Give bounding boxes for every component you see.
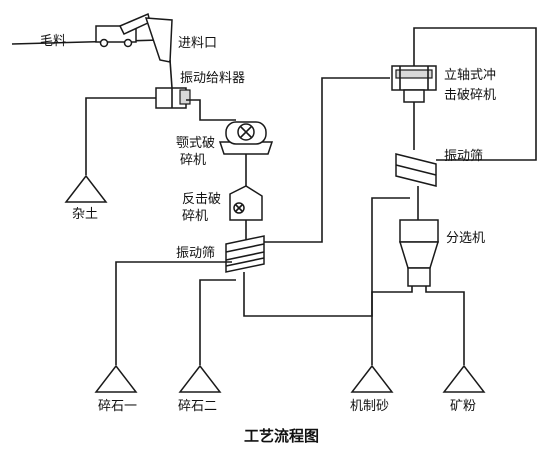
machine-sand-pile-icon	[350, 364, 394, 393]
gravel-2-label: 碎石二	[178, 399, 217, 414]
feed-inlet-label: 进料口	[178, 36, 217, 51]
vibrating-screen-2-icon	[395, 153, 437, 187]
vsi-crusher-label-line2: 击破碎机	[444, 88, 496, 103]
gravel-1-pile-icon	[94, 364, 138, 393]
raw-material-label: 毛料	[40, 34, 66, 49]
vibrating-screen-1-icon	[225, 235, 265, 273]
impact-crusher-label-line2: 碎机	[182, 209, 208, 224]
vibrating-screen-2-label: 振动筛	[444, 149, 483, 164]
separator-icon	[398, 219, 440, 287]
mineral-powder-pile-icon	[442, 364, 486, 393]
mineral-powder-label: 矿粉	[450, 399, 476, 414]
vsi-crusher-icon	[391, 65, 437, 103]
truck-icon	[11, 12, 161, 48]
gravel-2-pile-icon	[178, 364, 222, 393]
jaw-crusher-label-line2: 碎机	[180, 153, 206, 168]
separator-label: 分选机	[446, 231, 485, 246]
vibrating-feeder-label: 振动给料器	[180, 71, 245, 86]
jaw-crusher-label: 颚式破	[176, 136, 215, 151]
soil-label: 杂土	[72, 207, 98, 222]
soil-pile-icon	[64, 174, 108, 203]
vibrating-screen-1-label: 振动筛	[176, 246, 215, 261]
vsi-crusher-label: 立轴式冲	[444, 68, 496, 83]
impact-crusher-icon	[229, 185, 263, 221]
jaw-crusher-icon	[218, 121, 274, 155]
impact-crusher-label: 反击破	[182, 192, 221, 207]
gravel-1-label: 碎石一	[98, 399, 137, 414]
vibrating-feeder-icon	[155, 87, 191, 109]
diagram-caption: 工艺流程图	[244, 427, 319, 445]
machine-sand-label: 机制砂	[350, 399, 389, 414]
